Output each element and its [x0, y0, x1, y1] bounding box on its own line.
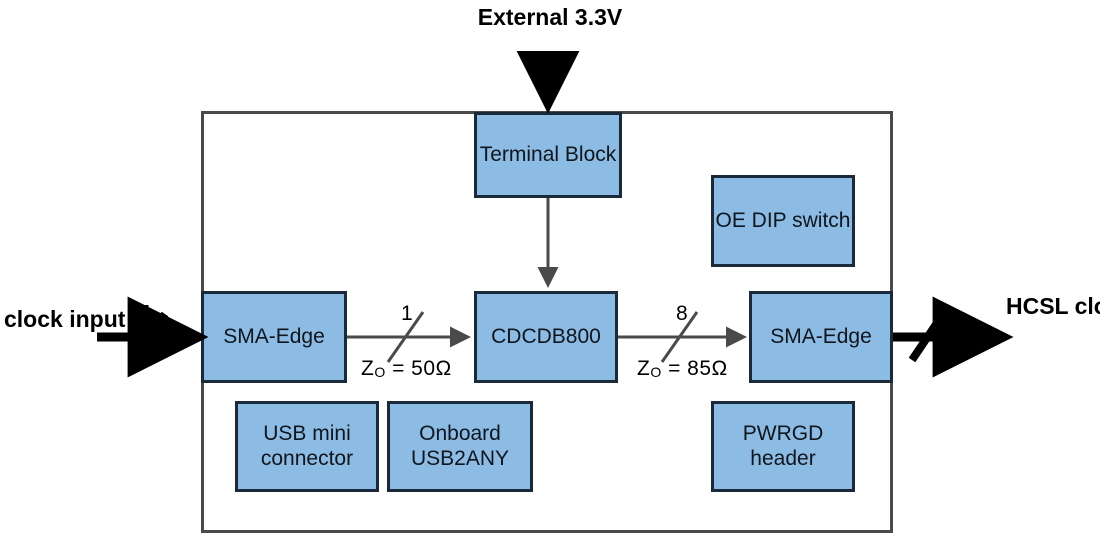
- wire-clock-output: [893, 296, 1014, 378]
- clock-input-label-line2: input: [69, 306, 126, 332]
- external-supply-label: External 3.3V: [462, 4, 638, 30]
- bus-width-sma-to-cdcdb800: 1: [401, 302, 413, 325]
- block-cdcdb800[interactable]: CDCDB800: [474, 291, 618, 383]
- impedance-sub-1: O: [374, 364, 386, 380]
- block-sma-edge-output-label: SMA-Edge: [770, 324, 872, 348]
- clock-input-label: clock input: [4, 306, 125, 332]
- impedance-label-sma-to-cdcdb800: ZO = 50Ω: [361, 357, 452, 381]
- block-pwrgd-header[interactable]: PWRGD header: [711, 401, 855, 492]
- bus-width-cdcdb800-to-sma: 8: [676, 302, 688, 325]
- impedance-prefix-1: Z: [361, 357, 375, 380]
- clock-output-label-line2: clock: [1074, 293, 1100, 319]
- block-terminal-block[interactable]: Terminal Block: [474, 112, 622, 198]
- block-oe-dip-switch[interactable]: OE DIP switch: [711, 175, 855, 267]
- block-pwrgd-header-label-line1: PWRGD: [742, 421, 824, 445]
- block-sma-edge-output[interactable]: SMA-Edge: [749, 291, 893, 383]
- external-supply-label-line2: 3.3V: [574, 4, 623, 30]
- block-pwrgd-header-label-line2: header: [750, 446, 816, 470]
- block-sma-edge-input[interactable]: SMA-Edge: [201, 291, 347, 383]
- external-supply-label-line1: External: [477, 4, 569, 30]
- clock-input-label-line1: clock: [4, 306, 63, 332]
- block-usb-mini-connector-label-line2: connector: [260, 446, 354, 470]
- block-onboard-usb2any[interactable]: Onboard USB2ANY: [387, 401, 533, 492]
- impedance-value-1: = 50Ω: [392, 357, 452, 380]
- block-usb-mini-connector[interactable]: USB mini connector: [235, 401, 379, 492]
- bus-width-clock-output: 8: [934, 300, 947, 326]
- impedance-prefix-2: Z: [637, 357, 651, 380]
- clock-output-label: HCSL clock output: [1006, 293, 1100, 319]
- impedance-value-2: = 85Ω: [668, 357, 728, 380]
- impedance-sub-2: O: [650, 364, 662, 380]
- block-cdcdb800-label: CDCDB800: [491, 324, 601, 348]
- block-sma-edge-input-label: SMA-Edge: [223, 324, 325, 348]
- block-usb-mini-connector-label-line1: USB mini: [263, 421, 351, 445]
- impedance-label-cdcdb800-to-sma: ZO = 85Ω: [637, 357, 728, 381]
- block-onboard-usb2any-label-line2: USB2ANY: [410, 446, 510, 470]
- block-terminal-block-label: Terminal Block: [479, 142, 617, 166]
- block-onboard-usb2any-label-line1: Onboard: [419, 421, 501, 445]
- clock-output-label-line1: HCSL: [1006, 293, 1069, 319]
- bus-width-clock-input: 1: [140, 300, 153, 326]
- block-oe-dip-switch-label: OE DIP switch: [715, 208, 851, 232]
